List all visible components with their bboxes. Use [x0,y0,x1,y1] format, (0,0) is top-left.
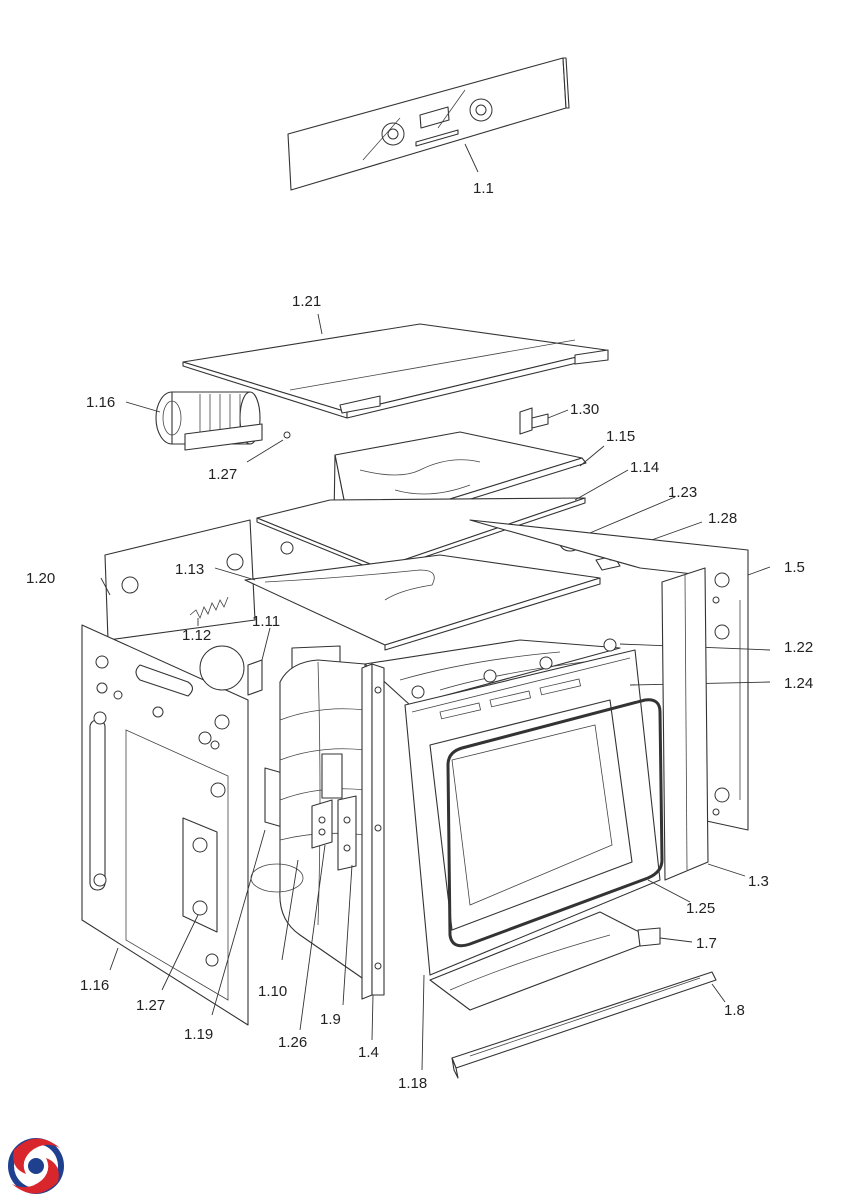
label-1-24: 1.24 [784,675,813,692]
label-1-3: 1.3 [748,873,769,890]
top-cover-part [182,313,609,419]
label-1-1: 1.1 [473,180,494,197]
label-1-23: 1.23 [668,484,697,501]
label-1-30: 1.30 [570,401,599,418]
side-rail-part [661,567,746,881]
fan-motor-part [125,391,263,451]
label-1-15: 1.15 [606,428,635,445]
hinge-plate-part [161,817,218,991]
label-1-5: 1.5 [784,559,805,576]
label-1-12: 1.12 [182,627,211,644]
bracket-part [519,407,569,435]
label-1-18: 1.18 [398,1075,427,1092]
door-hinge-part [281,753,357,1031]
label-1-22: 1.22 [784,639,813,656]
label-1-27-top: 1.27 [208,466,237,483]
label-1-27-bottom: 1.27 [136,997,165,1014]
label-1-25: 1.25 [686,900,715,917]
floor-trim-part [429,911,693,1011]
front-frame-strip-part [361,663,385,1041]
control-panel-part [287,57,570,191]
label-1-21: 1.21 [292,293,321,310]
spring-part [189,596,229,626]
label-1-28: 1.28 [708,510,737,527]
part-labels: 1.1 1.21 1.16 1.30 1.15 1.27 1.14 1.23 1… [26,180,813,1092]
inner-roof-part [214,554,601,651]
label-1-8: 1.8 [724,1002,745,1019]
label-1-11: 1.11 [252,613,280,630]
label-1-9: 1.9 [320,1011,341,1028]
label-1-16-top: 1.16 [86,394,115,411]
label-1-7: 1.7 [696,935,717,952]
oven-front-frame-part [404,638,771,1071]
label-1-10: 1.10 [258,983,287,1000]
bottom-rail-part [451,971,726,1079]
label-1-26: 1.26 [278,1034,307,1051]
label-1-14: 1.14 [630,459,659,476]
screw-part [246,431,291,463]
label-1-20: 1.20 [26,570,55,587]
label-1-4: 1.4 [358,1044,379,1061]
label-1-19: 1.19 [184,1026,213,1043]
label-1-13: 1.13 [175,561,204,578]
label-1-16-bottom: 1.16 [80,977,109,994]
fan-plate-part [256,469,629,573]
brand-swirl-logo [8,1138,64,1194]
